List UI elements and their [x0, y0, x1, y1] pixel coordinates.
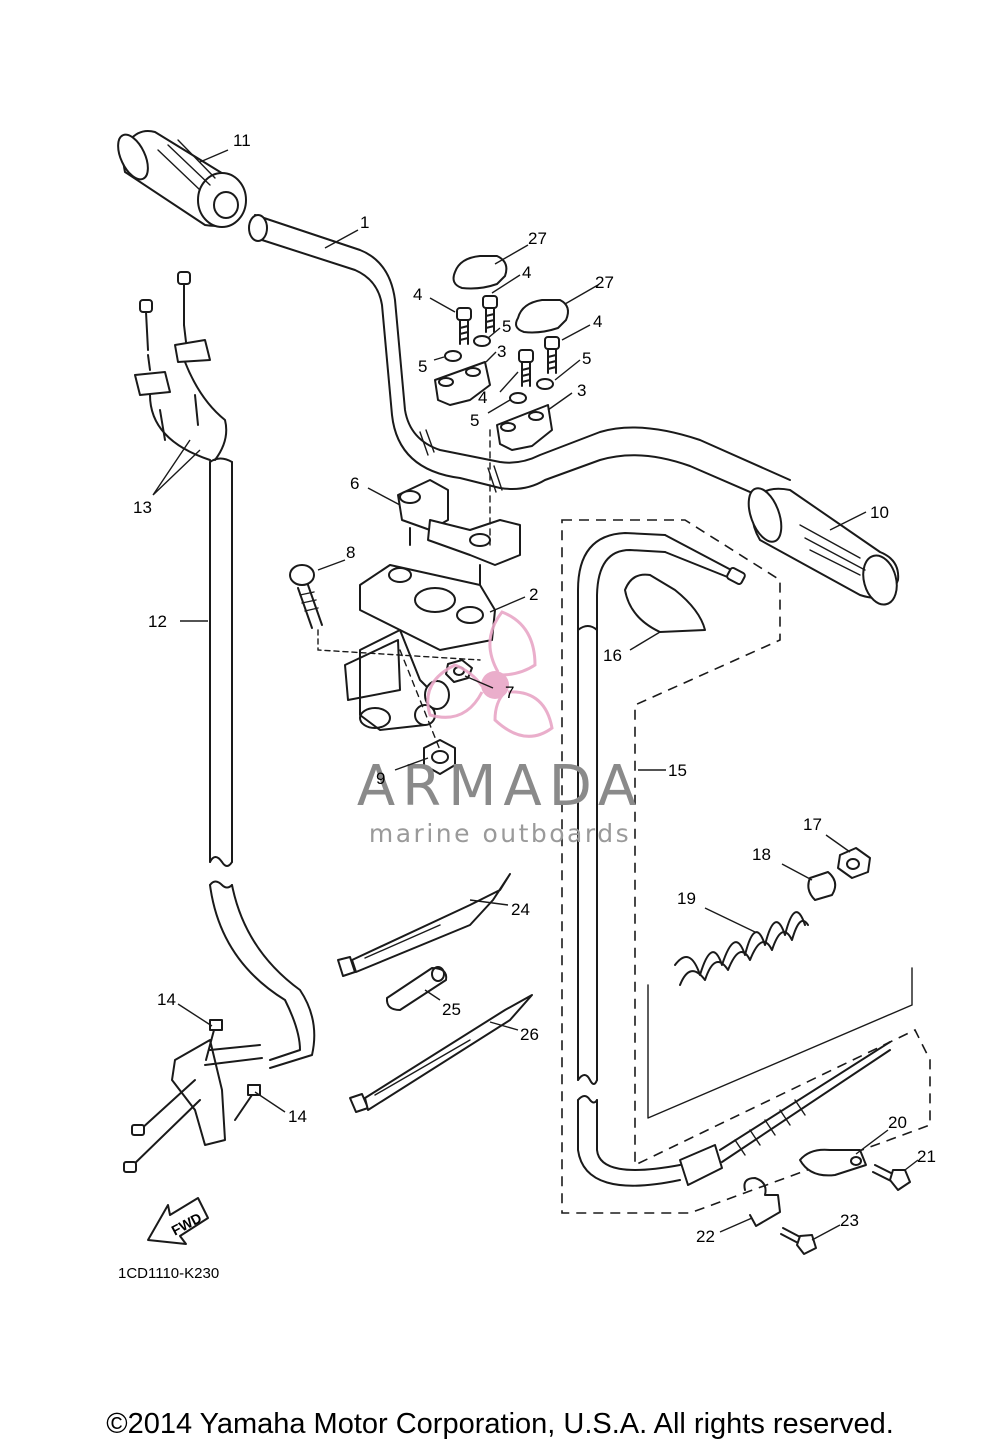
- callout-5a: 5: [418, 357, 427, 376]
- spring-19: [674, 911, 809, 986]
- clamp-cap-27a: [452, 255, 508, 290]
- callout-11: 11: [233, 131, 251, 150]
- handlebar: [248, 214, 791, 506]
- left-grip: [117, 130, 247, 228]
- callout-4c: 4: [593, 312, 602, 331]
- cable-band-26: [349, 994, 533, 1113]
- callout-4d: 4: [478, 388, 487, 407]
- washer-5a: [444, 350, 462, 362]
- callout-18: 18: [752, 845, 771, 864]
- callout-17: 17: [803, 815, 822, 834]
- callout-23: 23: [840, 1211, 859, 1230]
- callout-8: 8: [346, 543, 355, 562]
- washer-5b: [473, 335, 491, 347]
- bolt-21: [872, 1164, 911, 1191]
- collar-18: [807, 871, 837, 901]
- watermark-logo-blade-3: [426, 663, 484, 719]
- washer-5d: [509, 392, 527, 404]
- callout-14b: 14: [288, 1107, 307, 1126]
- callout-5c: 5: [582, 349, 591, 368]
- callout-16: 16: [603, 646, 622, 665]
- callout-7: 7: [505, 683, 514, 702]
- upper-holder-3a: [434, 361, 491, 406]
- watermark-brand: ARMADA: [357, 754, 643, 819]
- callout-14a: 14: [157, 990, 176, 1009]
- callouts: 11 1 27 4 27 4 5 4 3 5 5 4 5 3 6 10 8 2 …: [133, 131, 936, 1246]
- callout-19: 19: [677, 889, 696, 908]
- callout-1: 1: [360, 213, 369, 232]
- bolt-4c: [544, 336, 560, 374]
- callout-27a: 27: [528, 229, 547, 248]
- callout-3a: 3: [497, 342, 506, 361]
- callout-9: 9: [376, 769, 385, 788]
- callout-21: 21: [917, 1147, 936, 1166]
- leader-lines: [152, 149, 919, 1241]
- callout-15: 15: [668, 761, 687, 780]
- washer-5c: [536, 378, 554, 390]
- cable-assembly-group-outline: [561, 519, 931, 1214]
- callout-22: 22: [696, 1227, 715, 1246]
- watermark-logo-blade-1: [488, 610, 537, 677]
- exploded-parts-diagram: FWD ARMADA marine outboards: [117, 130, 936, 1282]
- nut-9: [423, 739, 456, 775]
- upper-holder-3b: [496, 404, 553, 451]
- cable-ends-13: [134, 271, 228, 461]
- cable-band-24: [337, 873, 511, 977]
- cable-cover-16: [624, 573, 706, 633]
- watermark-logo-blade-2: [493, 690, 554, 738]
- callout-26: 26: [520, 1025, 539, 1044]
- callout-10: 10: [870, 503, 889, 522]
- watermark-logo: [426, 610, 554, 738]
- lower-holder: [397, 479, 521, 586]
- callout-25: 25: [442, 1000, 461, 1019]
- callout-3b: 3: [577, 381, 586, 400]
- bracket-bolt: [289, 564, 481, 661]
- diagram-code: 1CD1110-K230: [118, 1265, 219, 1282]
- bolt-4b: [482, 295, 498, 333]
- handlebar-bracket: [344, 564, 496, 731]
- nut-17: [837, 847, 871, 879]
- callout-13: 13: [133, 498, 152, 517]
- bolt-4d: [518, 349, 534, 387]
- callout-4a: 4: [413, 285, 422, 304]
- bolt-4a: [456, 307, 472, 345]
- right-grip: [747, 487, 900, 606]
- callout-12: 12: [148, 612, 167, 631]
- brake-cable-15: [577, 532, 891, 1187]
- bolt-axis: [399, 649, 441, 751]
- tube-25: [385, 966, 448, 1011]
- watermark-logo-hub: [481, 671, 509, 699]
- cable-bracket-14: [123, 1019, 263, 1173]
- throttle-cable-12: [209, 457, 316, 1069]
- callout-4b: 4: [522, 263, 531, 282]
- spring-leader: [647, 967, 913, 1119]
- copyright-notice: ©2014 Yamaha Motor Corporation, U.S.A. A…: [106, 1408, 894, 1440]
- callout-24: 24: [511, 900, 530, 919]
- callout-27b: 27: [595, 273, 614, 292]
- clamp-cap-27b: [515, 299, 569, 334]
- callout-6: 6: [350, 474, 359, 493]
- callout-2: 2: [529, 585, 538, 604]
- callout-5d: 5: [470, 411, 479, 430]
- watermark-tagline: marine outboards: [369, 819, 631, 848]
- fwd-arrow: FWD: [147, 1197, 209, 1245]
- bolt-23: [780, 1227, 817, 1255]
- holder-20: [799, 1148, 867, 1177]
- clip-22: [743, 1177, 781, 1227]
- callout-20: 20: [888, 1113, 907, 1132]
- callout-5b: 5: [502, 317, 511, 336]
